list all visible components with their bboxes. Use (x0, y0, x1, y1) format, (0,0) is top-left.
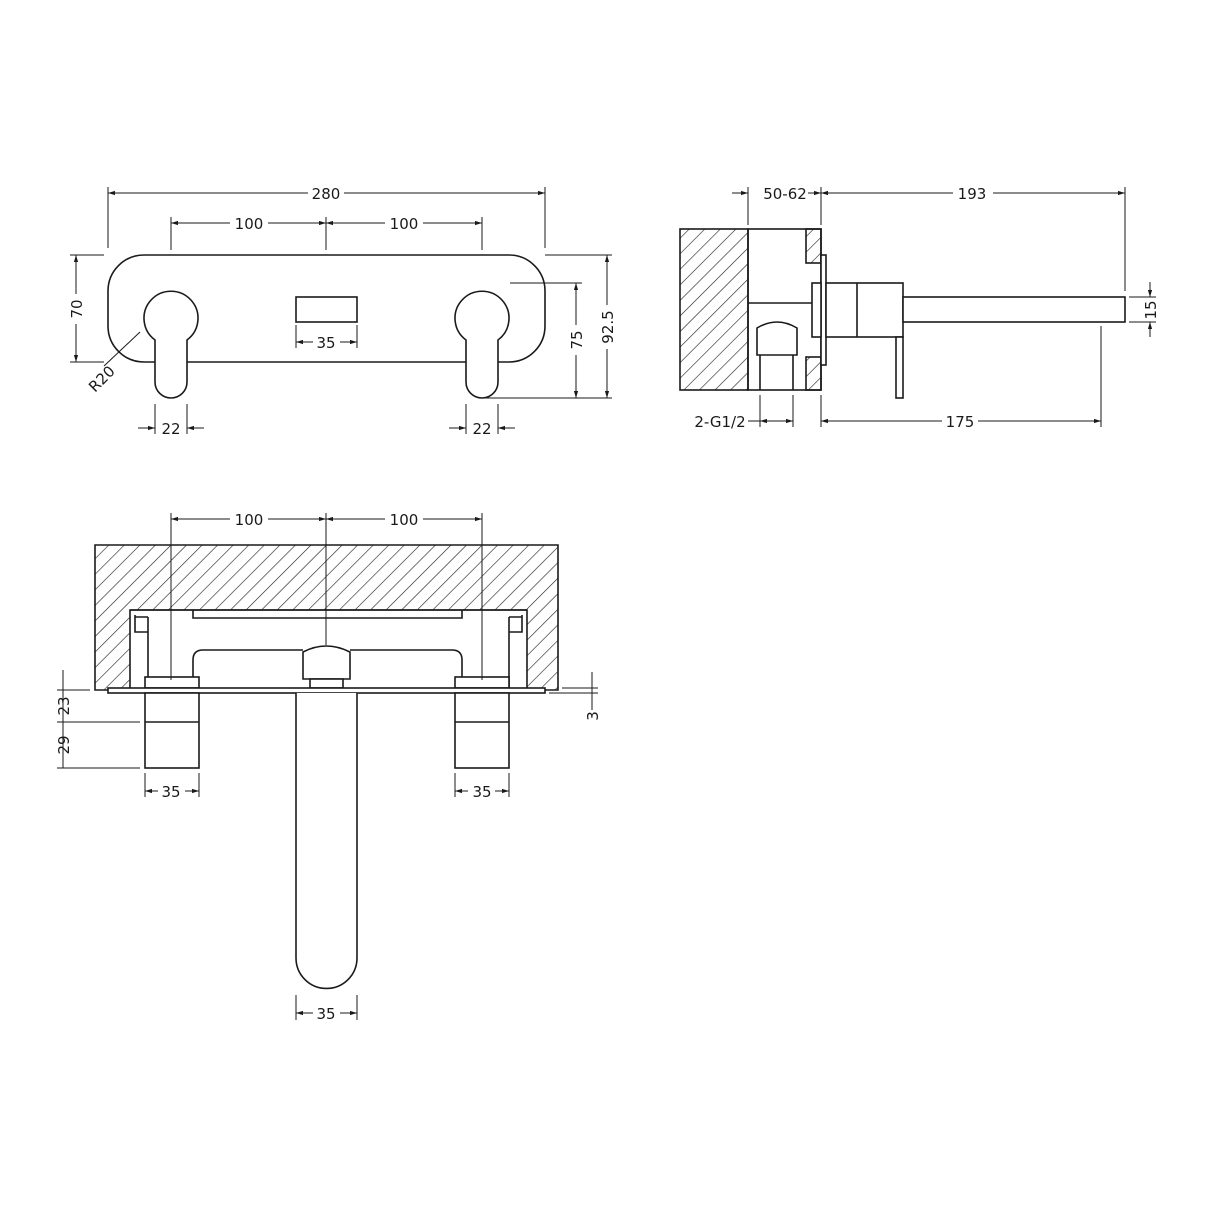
dimension-handle-height: 75 92.5 (484, 254, 617, 399)
dim-text: 22 (161, 420, 180, 438)
dim-text: 15 (1142, 300, 1160, 319)
outlet-slot (295, 296, 358, 323)
dim-text: 100 (390, 511, 419, 529)
dimension-handle-spacing: 100 100 (170, 213, 483, 250)
lever (895, 336, 904, 399)
dimension-handle-diameter: 35 35 (144, 773, 510, 801)
dim-text: 35 (472, 783, 491, 801)
handle-right (454, 692, 510, 769)
top-view: 100 100 23 29 3 35 35 (55, 509, 602, 1023)
dim-text: 35 (316, 334, 335, 352)
dimension-plate-height: 70 (66, 254, 104, 363)
handle-right (454, 290, 510, 399)
wall-plate (107, 254, 546, 363)
dim-text: 100 (390, 215, 419, 233)
spout (295, 693, 358, 990)
dim-text: 193 (958, 185, 987, 203)
dim-text: 35 (161, 783, 180, 801)
dimension-outlet-width: 35 (295, 325, 358, 352)
dim-text: 50-62 (763, 185, 807, 203)
front-view: 280 100 100 35 70 (66, 183, 617, 438)
dim-text: 23 (55, 696, 73, 715)
dim-text: 280 (312, 185, 341, 203)
dimension-handle-width: 22 22 (138, 404, 515, 438)
wall-section (679, 228, 749, 391)
dim-text: 2-G1/2 (694, 413, 745, 431)
dim-text: 22 (472, 420, 491, 438)
dimension-spout-projection: 175 (820, 326, 1102, 431)
dim-text: 29 (55, 735, 73, 754)
dim-text: 35 (316, 1005, 335, 1023)
dim-text: 100 (235, 511, 264, 529)
dim-text: 175 (946, 413, 975, 431)
valve-body (825, 282, 904, 338)
dimension-overall-width: 280 (107, 183, 546, 248)
dimension-handle-heights: 23 29 (55, 670, 140, 769)
side-view: 50-62 193 15 175 2-G1/2 (679, 183, 1160, 431)
spout (902, 296, 1126, 323)
handle-left (144, 692, 200, 769)
dim-text: 92.5 (599, 310, 617, 343)
dim-text: 75 (568, 330, 586, 349)
dimension-plate-thickness: 3 (549, 672, 602, 721)
dimension-spout-thickness: 15 (1129, 282, 1160, 337)
dim-text: 100 (235, 215, 264, 233)
dimension-projection-total: 193 (821, 183, 1126, 291)
dimension-inlet: 2-G1/2 (694, 395, 794, 431)
dim-text: 70 (68, 299, 86, 318)
dimension-spout-width: 35 (295, 995, 358, 1023)
dim-text: 3 (584, 711, 602, 721)
dimension-handle-spacing: 100 100 (170, 509, 483, 680)
handle-left (143, 290, 199, 399)
